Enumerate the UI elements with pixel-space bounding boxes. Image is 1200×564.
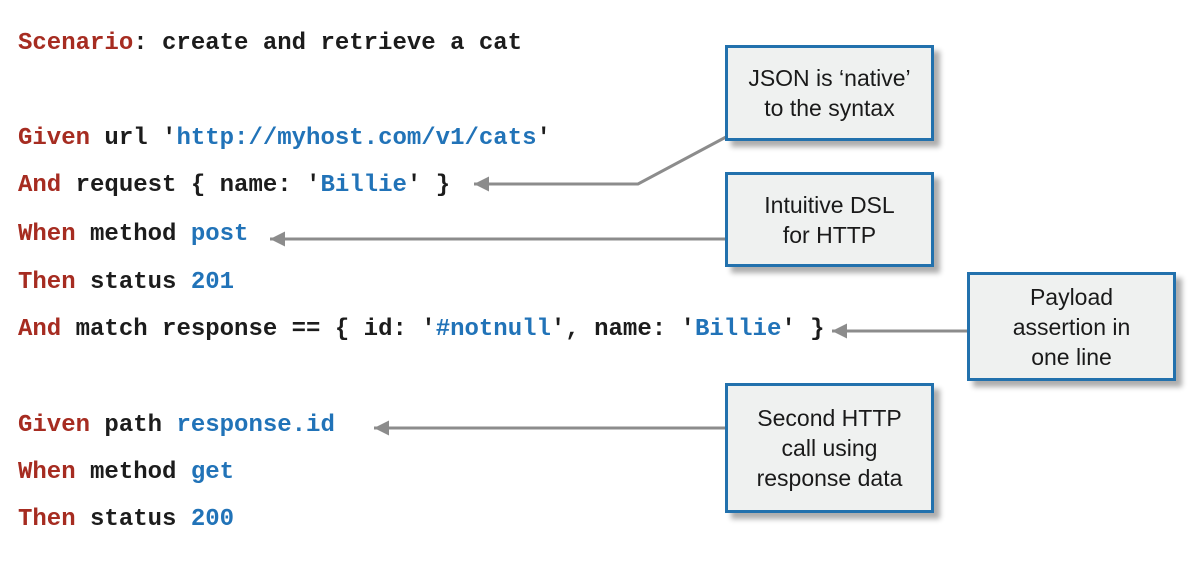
code-line-then-201: Then status 201	[18, 269, 234, 297]
code-token-keyword: Then	[18, 506, 76, 533]
code-token-plain: ' }	[406, 172, 451, 199]
code-token-value: 200	[190, 506, 235, 533]
code-line-scenario: Scenario: create and retrieve a cat	[18, 30, 522, 58]
callout-payload-assertion-label: Payload assertion in one line	[1012, 283, 1131, 370]
code-token-keyword: Then	[18, 269, 76, 296]
code-token-keyword: Scenario	[18, 30, 134, 57]
code-token-value: Billie	[320, 172, 407, 199]
code-token-plain: match response == { id: '	[61, 316, 436, 343]
callout-second-call-label: Second HTTP call using response data	[756, 405, 903, 491]
code-token-value: get	[190, 459, 235, 486]
code-token-plain: status	[75, 269, 191, 296]
code-token-plain: ', name: '	[550, 316, 695, 343]
code-token-value: #notnull	[435, 316, 551, 343]
code-line-then-200: Then status 200	[18, 506, 234, 534]
code-token-value: response.id	[176, 412, 335, 439]
code-token-plain: : create and retrieve a cat	[133, 30, 523, 57]
callout-intuitive-dsl-label: Intuitive DSL for HTTP	[764, 191, 895, 248]
code-token-keyword: When	[18, 221, 76, 248]
code-token-plain: url '	[90, 125, 177, 152]
code-token-keyword: Given	[18, 412, 91, 439]
callout-payload-assertion: Payload assertion in one line	[967, 272, 1176, 381]
code-token-plain: path	[90, 412, 177, 439]
code-token-plain: method	[75, 459, 191, 486]
code-token-value: 201	[190, 269, 235, 296]
code-token-plain: '	[536, 125, 551, 152]
code-token-value: Billie	[694, 316, 782, 343]
code-line-given-url: Given url 'http://myhost.com/v1/cats'	[18, 125, 551, 153]
code-token-value: post	[190, 221, 249, 248]
code-token-plain: status	[75, 506, 191, 533]
code-token-keyword: Given	[18, 125, 91, 152]
code-token-keyword: When	[18, 459, 76, 486]
code-token-value: http://myhost.com/v1/cats	[176, 125, 537, 152]
code-token-plain: request { name: '	[61, 172, 321, 199]
code-line-when-get: When method get	[18, 459, 234, 487]
code-line-and-request: And request { name: 'Billie' }	[18, 172, 450, 200]
code-line-when-post: When method post	[18, 221, 248, 249]
code-line-given-path: Given path response.id	[18, 412, 335, 440]
callout-json-native: JSON is ‘native’ to the syntax	[725, 45, 934, 141]
code-line-and-match: And match response == { id: '#notnull', …	[18, 316, 825, 344]
code-token-keyword: And	[18, 316, 62, 343]
code-token-plain: ' }	[781, 316, 825, 343]
code-token-plain: method	[75, 221, 191, 248]
callout-intuitive-dsl: Intuitive DSL for HTTP	[725, 172, 934, 267]
callout-second-call: Second HTTP call using response data	[725, 383, 934, 513]
callout-json-native-label: JSON is ‘native’ to the syntax	[748, 65, 911, 121]
code-token-keyword: And	[18, 172, 62, 199]
